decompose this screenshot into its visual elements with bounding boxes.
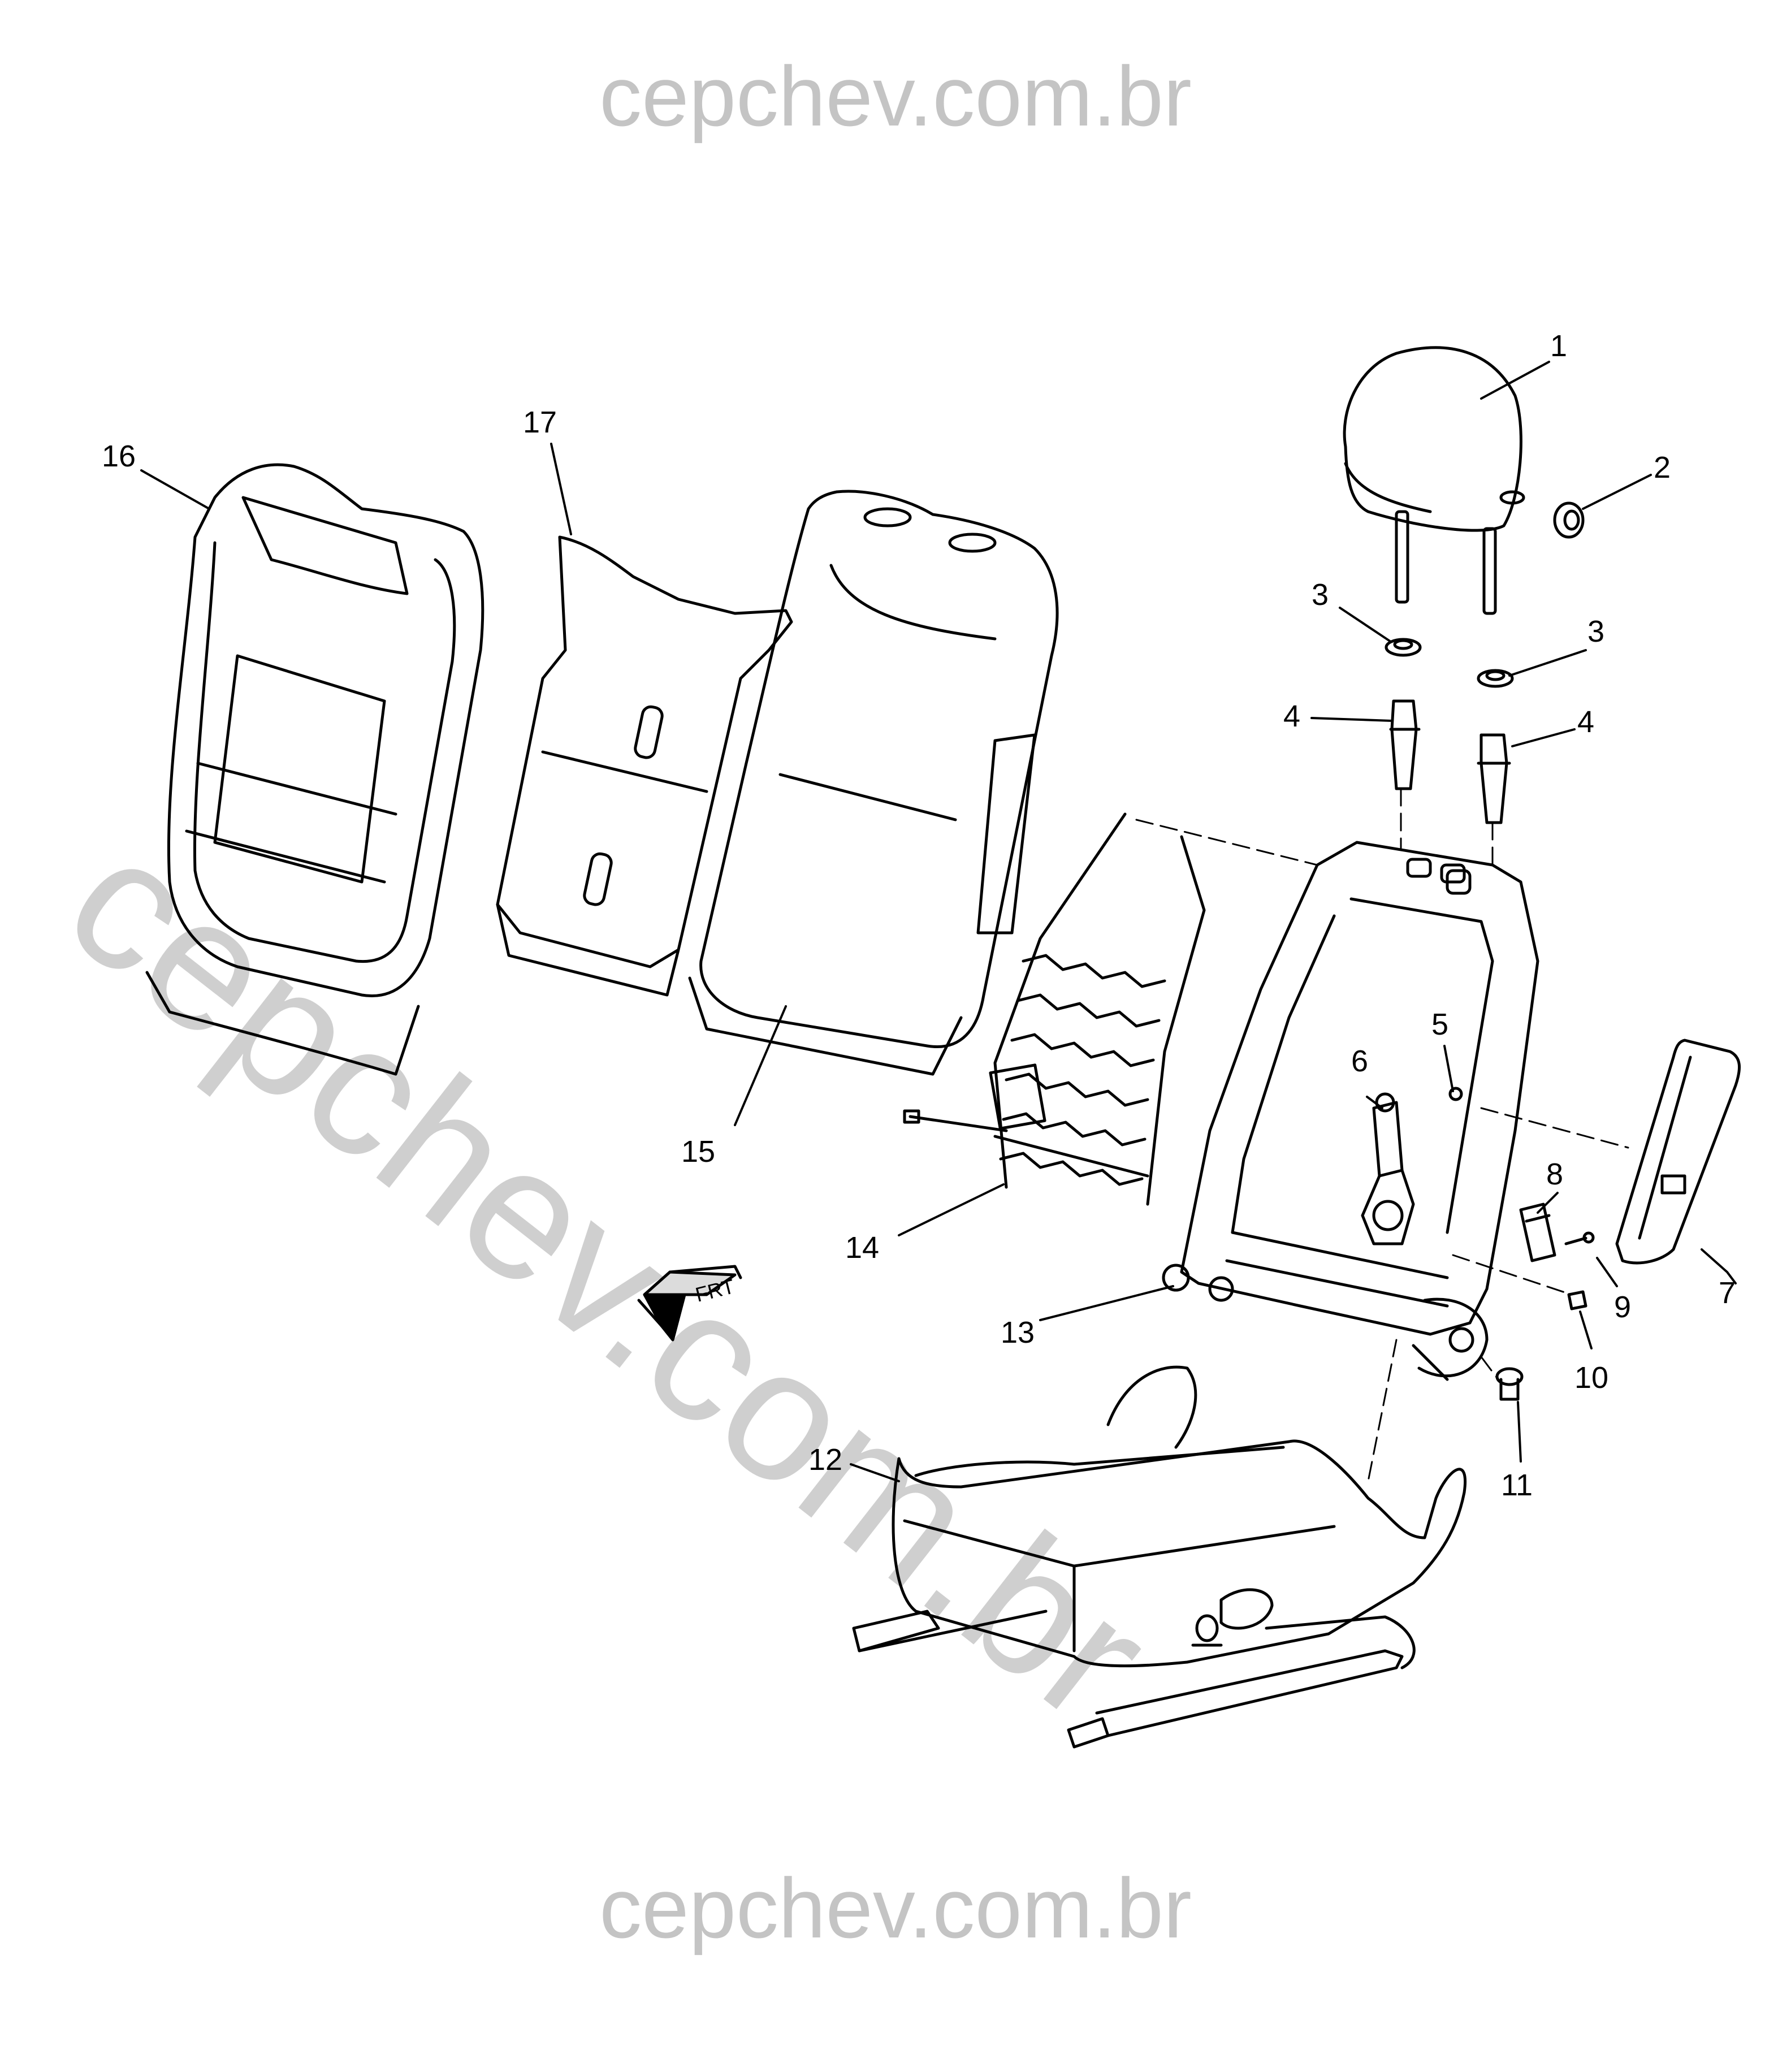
callout-4-left: 4 <box>1283 699 1301 733</box>
small-fasteners <box>1448 1087 1595 1310</box>
lumbar-support-part <box>903 812 1206 1206</box>
callout-7: 7 <box>1719 1276 1736 1310</box>
watermark-top: cepchev.com.br <box>599 49 1192 144</box>
recliner-motor-part <box>1361 1092 1415 1245</box>
seat-cushion-assembly-part <box>852 1365 1466 1749</box>
seatback-frame-part <box>1162 841 1539 1381</box>
callout-6: 6 <box>1351 1044 1369 1078</box>
escutcheon-parts <box>1385 638 1514 688</box>
callout-5: 5 <box>1431 1007 1449 1041</box>
alignment-lines <box>1135 788 1629 1482</box>
exploded-seat-drawing <box>140 346 1741 1749</box>
callout-15: 15 <box>681 1135 716 1169</box>
callout-11: 11 <box>1501 1468 1533 1502</box>
seatback-cover-part <box>145 463 484 1076</box>
parts-diagram: cepchev.com.br cepchev.com.br cepchev.co… <box>31 49 1741 1956</box>
callout-10: 10 <box>1574 1361 1609 1395</box>
switch-bracket-part <box>1519 1202 1556 1262</box>
seatback-side-trim-part <box>1615 1039 1741 1265</box>
head-restraint-guide-parts <box>1389 699 1511 824</box>
callout-14: 14 <box>845 1231 880 1265</box>
callout-8: 8 <box>1546 1157 1564 1191</box>
callout-17: 17 <box>523 405 557 439</box>
callout-3-right: 3 <box>1587 615 1605 648</box>
recliner-bolt-part <box>1495 1367 1524 1401</box>
head-restraint-part <box>1343 346 1525 615</box>
callout-2: 2 <box>1654 451 1671 485</box>
callout-1: 1 <box>1550 329 1568 363</box>
guide-cap-part <box>1553 501 1585 539</box>
callout-leader-lines <box>140 361 1737 1482</box>
front-arrow-icon <box>637 1265 742 1342</box>
callout-4-right: 4 <box>1577 705 1595 739</box>
callout-16: 16 <box>102 439 136 473</box>
seatback-pad-part <box>688 490 1059 1076</box>
watermark-bottom: cepchev.com.br <box>599 1861 1192 1956</box>
callout-3-left: 3 <box>1312 578 1329 612</box>
callout-12: 12 <box>808 1443 843 1477</box>
callout-9: 9 <box>1614 1290 1632 1324</box>
seat-heater-pad-part <box>496 535 793 997</box>
callout-13: 13 <box>1001 1316 1035 1349</box>
